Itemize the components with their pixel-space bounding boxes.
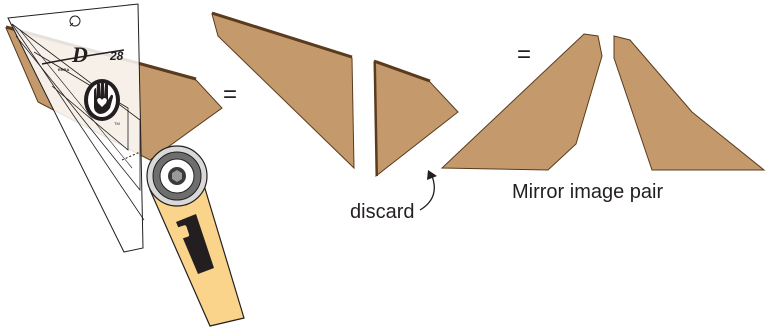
ruler-diagonal [11,23,145,221]
discard-label: discard [350,201,414,223]
discard-piece-edge [373,59,431,83]
ruler-hole-tick [69,22,74,27]
ruler-dotted-line [121,151,141,161]
hand-heart-logo-icon [84,79,120,121]
step-cut-pieces-group: discard [211,11,459,223]
ruler-brand-letter: D [71,42,88,67]
mirror-pair-label: Mirror image pair [512,181,663,203]
ruler-body [7,3,144,253]
equals-sign-2: = [517,41,531,68]
ruler-tm-mark: TM [114,121,120,126]
discard-piece [373,61,459,178]
ruler-angle-number: 28 [109,49,124,63]
discard-piece-left-edge [374,61,378,177]
mirror-piece-right [613,35,766,171]
cutter-handle-button [176,225,190,239]
cutter-hub-hex [172,170,182,182]
cut-piece-large-edge [211,11,353,59]
curved-arrow-icon [419,175,435,211]
equals-sign-1: = [223,81,237,108]
rotary-cutter-icon [146,145,245,327]
ruler-hang-hole [69,15,81,27]
step-cutting-group: D 28 ERRA TM [5,3,245,327]
step-mirror-pair-group: Mirror image pair [440,33,766,203]
ruler-small-text: ERRA [58,67,69,72]
ruler-guide-lines [11,23,141,192]
ruler-icon: D 28 ERRA TM [7,3,145,253]
ruler-brand-swoosh [41,49,125,65]
ruler-diagonal-2 [19,29,133,169]
curved-arrow-head [427,170,437,180]
mirror-piece-left [440,33,603,171]
ruler-inner-triangle [33,51,129,151]
